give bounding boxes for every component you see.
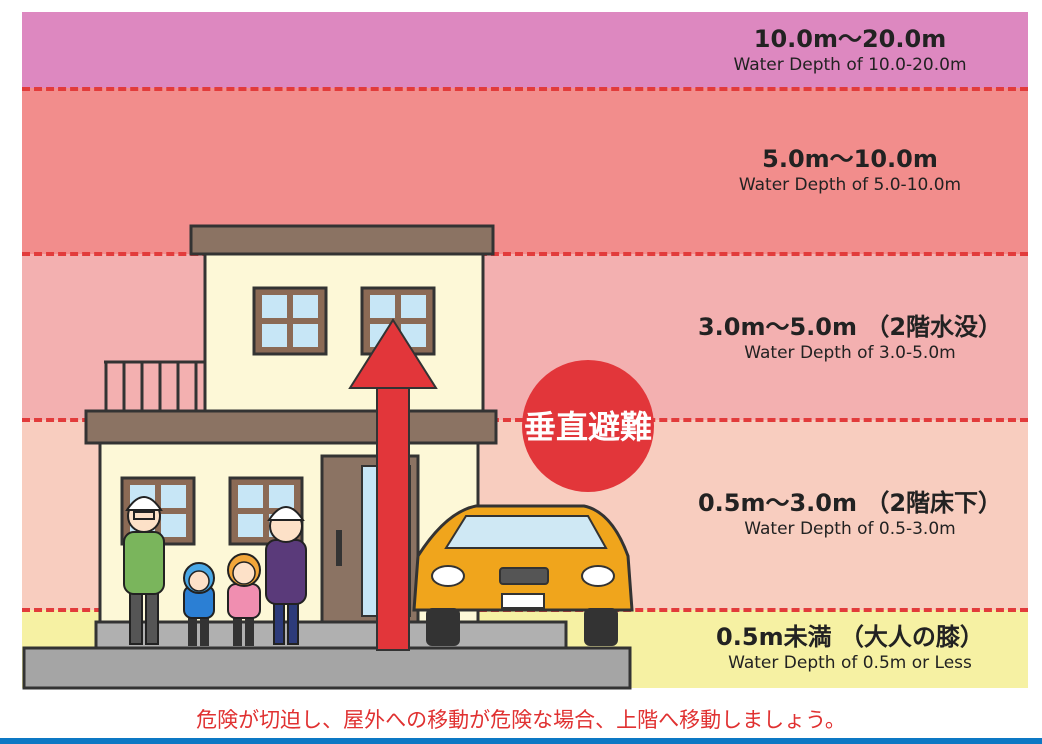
depth-range: 5.0m〜10.0m xyxy=(762,145,938,173)
band-3-5m xyxy=(22,254,1028,420)
band-label-under-0.5m: 0.5m未満 （大人の膝） Water Depth of 0.5m or Les… xyxy=(690,622,1010,674)
car-icon xyxy=(412,504,634,646)
boundary-line-5m xyxy=(22,252,1028,256)
balcony-railing xyxy=(104,360,205,412)
foundation xyxy=(94,620,568,650)
depth-range: 0.5m未満 （大人の膝） xyxy=(716,623,984,651)
footer-line xyxy=(0,738,1042,744)
window-icon xyxy=(252,286,328,356)
band-label-3-5m: 3.0m〜5.0m （2階水没） Water Depth of 3.0-5.0m xyxy=(690,312,1010,364)
child-boy-figure xyxy=(183,562,215,646)
band-label-0.5-3m: 0.5m〜3.0m （2階床下） Water Depth of 0.5-3.0m xyxy=(690,488,1010,540)
band-10-20m xyxy=(22,12,1028,88)
depth-description: Water Depth of 0.5-3.0m xyxy=(744,519,956,539)
depth-description: Water Depth of 10.0-20.0m xyxy=(733,55,967,75)
lower-roof xyxy=(84,409,498,445)
caption: 危険が切迫し、屋外への移動が危険な場合、上階へ移動しましょう。 xyxy=(196,708,846,732)
vertical-evacuation-badge xyxy=(522,360,654,492)
depth-range: 0.5m〜3.0m （2階床下） xyxy=(697,489,1003,517)
ground xyxy=(22,646,632,690)
band-label-5-10m: 5.0m〜10.0m Water Depth of 5.0-10.0m xyxy=(690,144,1010,196)
band-label-10-20m: 10.0m〜20.0m Water Depth of 10.0-20.0m xyxy=(690,24,1010,76)
upper-floor-wall xyxy=(203,250,485,414)
mother-figure xyxy=(265,506,307,645)
depth-description: Water Depth of 3.0-5.0m xyxy=(744,343,956,363)
depth-range: 3.0m〜5.0m （2階水没） xyxy=(697,313,1003,341)
depth-range: 10.0m〜20.0m xyxy=(753,25,947,53)
depth-description: Water Depth of 5.0-10.0m xyxy=(738,175,962,195)
father-figure xyxy=(123,496,165,645)
upper-roof xyxy=(189,224,495,256)
child-girl-figure xyxy=(227,553,261,646)
depth-description: Water Depth of 0.5m or Less xyxy=(728,653,972,673)
vertical-evacuation-arrow xyxy=(348,318,438,651)
boundary-line-10m xyxy=(22,87,1028,91)
badge-label: 垂直避難 xyxy=(524,408,652,446)
